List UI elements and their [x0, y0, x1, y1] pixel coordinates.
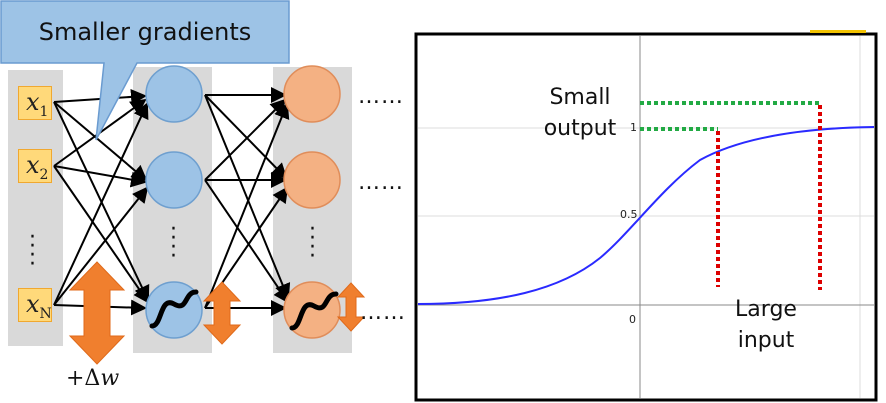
- hidden2-neuron-1: [283, 65, 341, 123]
- hidden1-neuron-2: [145, 151, 203, 209]
- delta-w-double-arrow: [68, 261, 126, 365]
- hidden1-vertical-ellipsis: ····: [170, 217, 177, 269]
- hidden2-double-arrow: [336, 282, 366, 332]
- hidden2-vertical-ellipsis: ····: [309, 217, 316, 269]
- ellipsis-row-1: ……: [358, 84, 404, 109]
- large-input-label: Large input: [735, 297, 797, 353]
- sigmoid-glyph-hidden1: [149, 289, 199, 329]
- delta-w-label: +Δw: [66, 366, 120, 391]
- input-xn: xN: [18, 288, 52, 322]
- hidden2-neuron-2: [283, 151, 341, 209]
- sigmoid-glyph-hidden2: [289, 291, 339, 331]
- input-x2: x2: [18, 149, 52, 183]
- tick-1: 1: [630, 121, 637, 134]
- callout-text: Smaller gradients: [38, 18, 252, 46]
- tick-0-5: 0.5: [620, 208, 638, 221]
- input-x1: x1: [18, 86, 52, 120]
- ellipsis-row-2: ……: [358, 170, 404, 195]
- sigmoid-curve: [417, 126, 875, 305]
- small-output-label: Small output: [543, 85, 617, 141]
- ellipsis-row-3: ……: [360, 300, 406, 325]
- callout-shape: [0, 0, 290, 141]
- plot-corner-mark: [810, 30, 866, 33]
- hidden1-neuron-1: [145, 65, 203, 123]
- hidden1-double-arrow: [202, 281, 242, 345]
- tick-0: 0: [629, 313, 636, 326]
- input-layer-vertical-ellipsis: ····: [29, 225, 36, 277]
- plot-frame: [414, 32, 878, 402]
